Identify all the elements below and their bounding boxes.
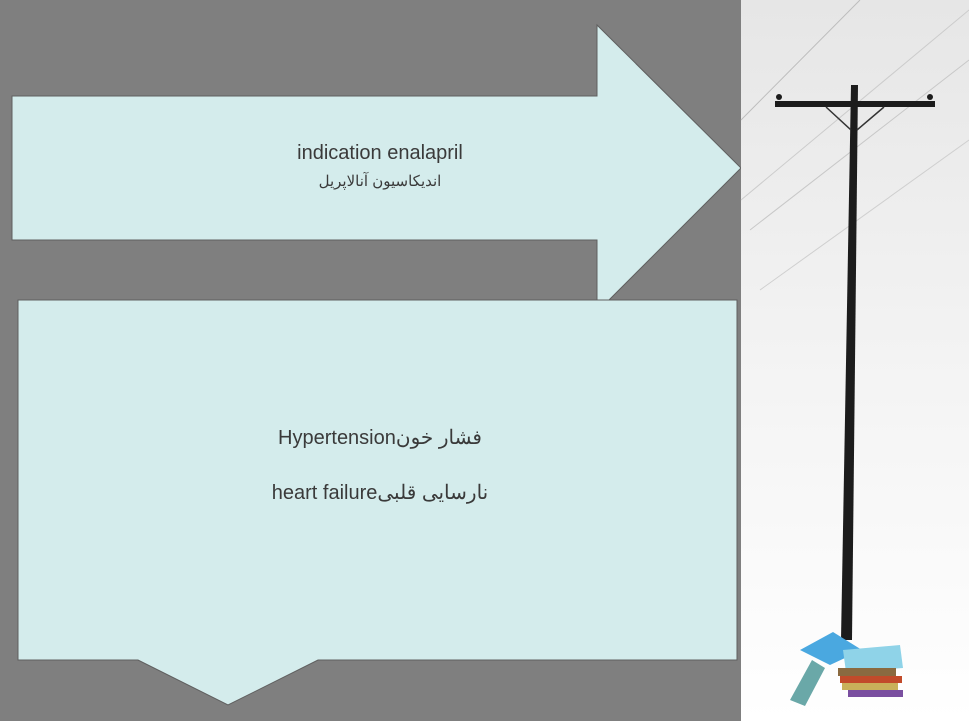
pole-icon [841,85,858,640]
utility-pole-photo [740,0,969,721]
books-icon [790,632,903,706]
arrow-subtitle-text: اندیکاسیون آنالاپریل [318,173,442,190]
arrow-title-text: indication enalapril [297,142,463,164]
box-line-hypertension: Hypertensionفشار خون [278,427,482,449]
box-line-heart-failure: heart failureنارسایی قلبی [271,482,489,504]
right-arrow-shape [11,23,742,314]
crossarm-icon [775,101,935,107]
down-arrow-callout-box [17,299,738,706]
